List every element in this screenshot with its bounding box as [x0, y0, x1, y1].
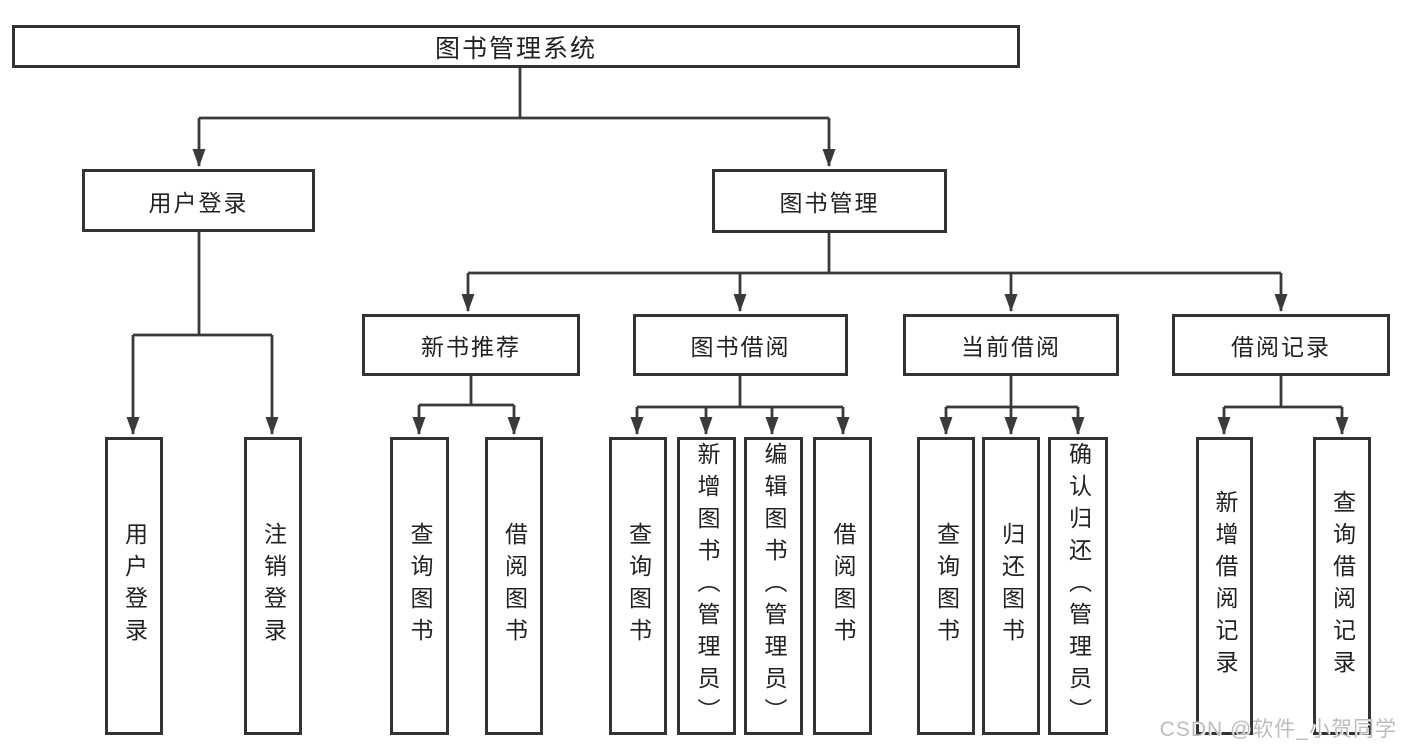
leaf-add-borrow-record: 新增借阅记录: [1196, 437, 1253, 735]
leaf-label: 借阅图书: [830, 522, 856, 650]
node-label: 借阅记录: [1231, 334, 1331, 360]
leaf-label: 新增图书（管理员）: [694, 442, 720, 730]
leaf-label: 查询图书: [933, 522, 960, 650]
csdn-watermark: CSDN @软件_小贺同学: [1159, 718, 1397, 741]
leaf-user-login: 用户登录: [105, 437, 163, 735]
leaf-label: 查询图书: [625, 522, 652, 650]
node-borrowing-records: 借阅记录: [1172, 314, 1390, 376]
node-label: 新书推荐: [421, 334, 521, 360]
node-current-borrowing: 当前借阅: [903, 314, 1119, 376]
node-label: 图书借阅: [690, 334, 791, 360]
leaf-label: 查询图书: [407, 522, 433, 650]
leaf-return-book: 归还图书: [982, 437, 1040, 735]
node-label: 用户登录: [148, 189, 249, 216]
leaf-query-books-recommend: 查询图书: [390, 437, 449, 735]
node-user-login: 用户登录: [82, 169, 315, 232]
leaf-logout: 注销登录: [244, 437, 302, 735]
leaf-borrow-books-recommend: 借阅图书: [485, 437, 543, 735]
leaf-label: 确认归还（管理员）: [1065, 442, 1092, 730]
leaf-query-borrow-record: 查询借阅记录: [1313, 437, 1371, 735]
node-new-book-recommend: 新书推荐: [362, 314, 580, 376]
leaf-add-book-admin: 新增图书（管理员）: [677, 437, 736, 735]
node-label: 图书管理: [779, 190, 880, 216]
node-book-borrowing: 图书借阅: [633, 314, 848, 376]
leaf-label: 查询借阅记录: [1329, 490, 1356, 682]
leaf-label: 借阅图书: [501, 522, 528, 650]
leaf-confirm-return-admin: 确认归还（管理员）: [1048, 437, 1108, 735]
leaf-label: 编辑图书（管理员）: [761, 442, 787, 730]
node-library-management-system: 图书管理系统: [12, 25, 1020, 68]
leaf-query-books-current: 查询图书: [917, 437, 975, 735]
leaf-label: 新增借阅记录: [1212, 490, 1238, 682]
node-label: 当前借阅: [961, 334, 1061, 360]
leaf-label: 归还图书: [998, 522, 1025, 650]
leaf-label: 用户登录: [121, 522, 148, 650]
leaf-borrow-books: 借阅图书: [813, 437, 872, 735]
leaf-query-books-borrowing: 查询图书: [609, 437, 667, 735]
node-label: 图书管理系统: [434, 34, 597, 63]
node-book-management: 图书管理: [712, 169, 947, 233]
leaf-label: 注销登录: [260, 522, 287, 650]
leaf-edit-book-admin: 编辑图书（管理员）: [744, 437, 803, 735]
